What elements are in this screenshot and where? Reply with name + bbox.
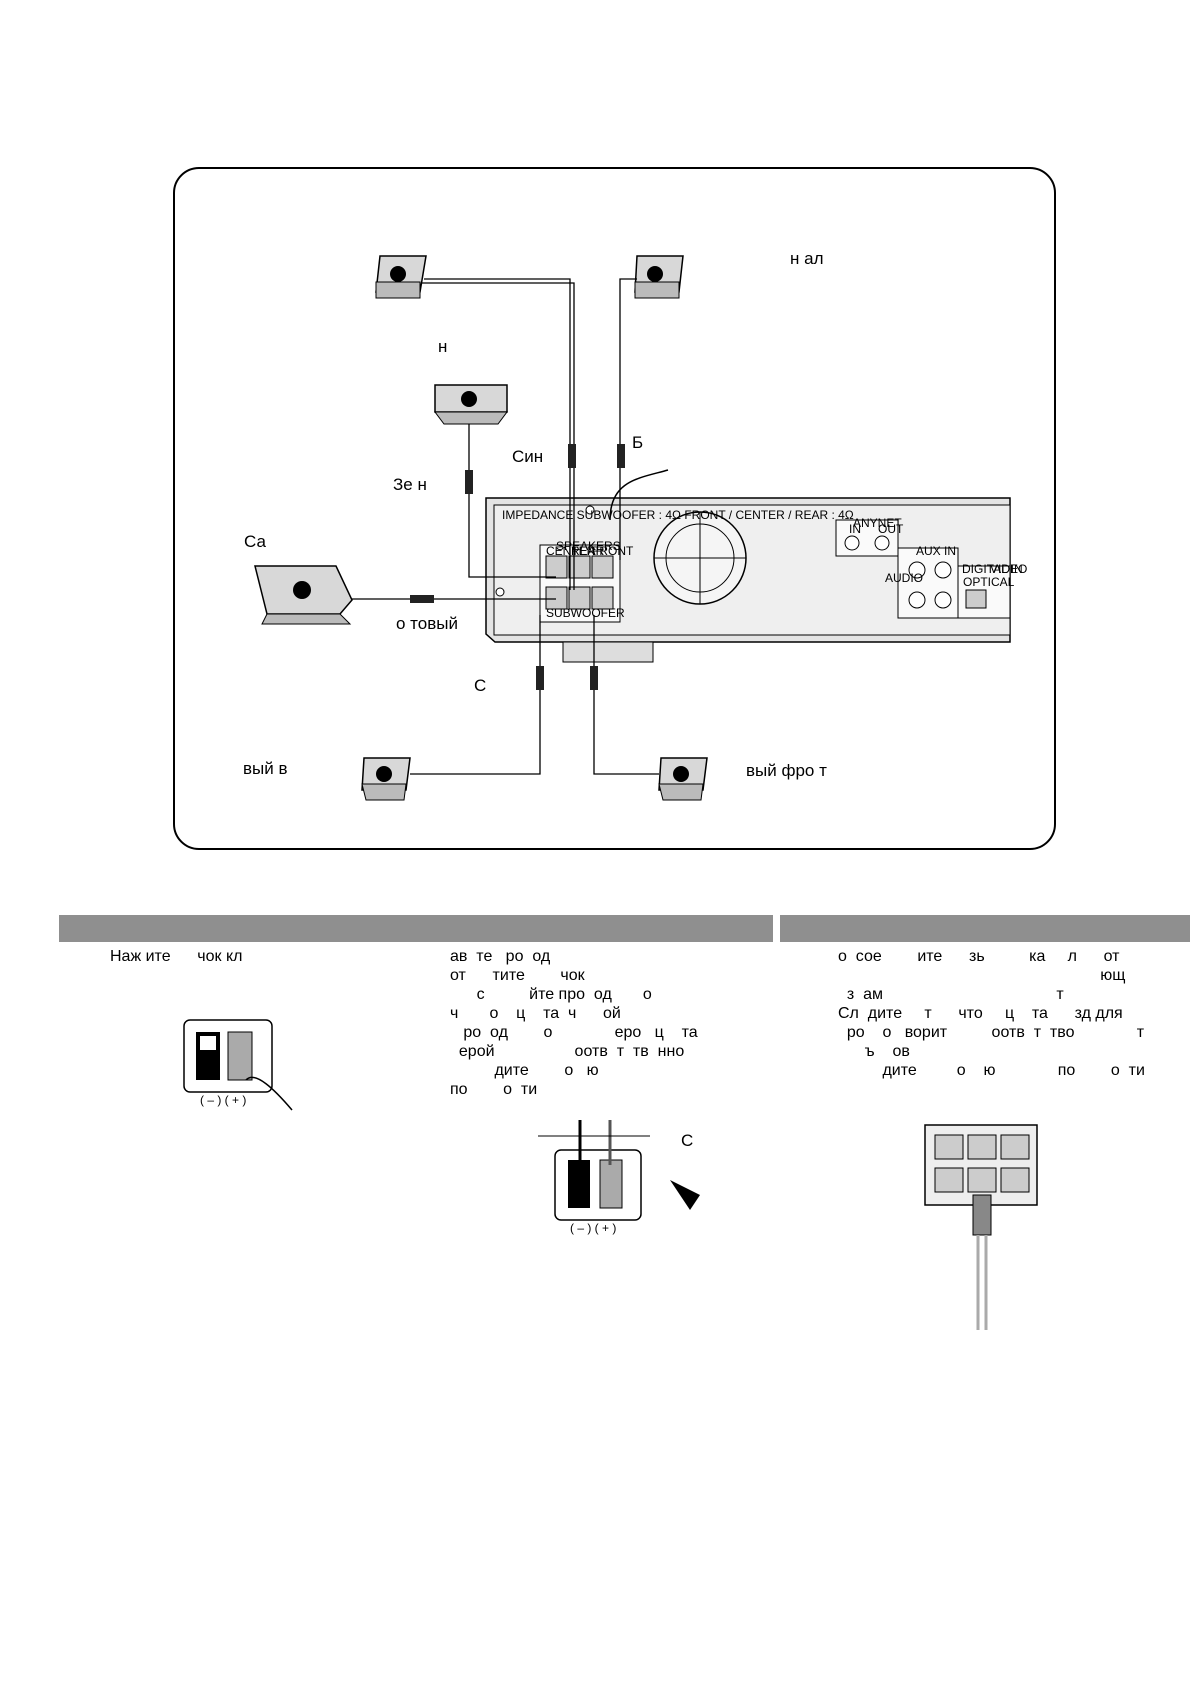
- anynet-out-label: OUT: [878, 522, 904, 536]
- video-label: VIDEO: [990, 562, 1027, 576]
- anynet-label: ANYNET: [853, 516, 902, 530]
- step-2-polarity: ( – ) ( + ): [570, 1221, 617, 1235]
- step-3-text: о сое ите зь ка л от ющ з ам т Сл дите т…: [838, 947, 1145, 1080]
- section-bar-left: [59, 915, 773, 942]
- center-panel-label: CENTER: [546, 544, 596, 558]
- wire-insert-illustration: [538, 1120, 700, 1221]
- impedance-label: IMPEDANCE SUBWOOFER : 4Ω FRONT / CENTER …: [502, 508, 854, 522]
- step-2-line: ерой оотв т тв нно: [450, 1043, 685, 1060]
- audio-label: AUDIO: [885, 571, 923, 585]
- step-2-line: по о ти: [450, 1081, 538, 1098]
- step-2-line: от тите чок: [450, 967, 585, 984]
- step-3-line: ро о ворит оотв т тво т: [838, 1024, 1145, 1041]
- step-2-line: ав те ро од: [450, 948, 551, 965]
- anynet-in-label: IN: [849, 522, 861, 536]
- step-3-line: з ам т: [838, 986, 1064, 1003]
- front-panel-label: FRONT: [592, 544, 634, 558]
- rear-left-speaker: [361, 757, 411, 801]
- top-left-speaker: [375, 255, 427, 299]
- step-2-line: дите о ю: [450, 1062, 599, 1079]
- gray-wire-label: Б: [632, 433, 644, 452]
- connector-illustration: [924, 1124, 1038, 1330]
- step-3-line: Сл дите т что ц та зд для: [838, 1005, 1123, 1022]
- diagram-frame: [173, 167, 1056, 850]
- step-3-line: дите о ю по о ти: [838, 1062, 1145, 1079]
- orange-wire-clip: [410, 595, 434, 603]
- left-rear-label: вый в: [243, 759, 288, 778]
- top-right-label: н ал: [790, 249, 824, 268]
- step-1-polarity: ( – ) ( + ): [200, 1093, 247, 1107]
- digital-in-label: DIGITAL IN: [962, 562, 1023, 576]
- center-speaker-label: н: [438, 337, 448, 356]
- step-3-line: о сое ите зь ка л от: [838, 948, 1120, 965]
- cable-label: С: [681, 1131, 694, 1150]
- gray-wire-clip: [617, 444, 625, 468]
- subwoofer-label: Са: [244, 532, 266, 551]
- speakers-panel-label: SPEAKERS: [556, 539, 621, 553]
- receiver-rear-panel: [485, 497, 1011, 663]
- step-1-text: Наж ите чок кл: [110, 947, 242, 966]
- top-right-speaker: [634, 255, 684, 299]
- green-wire-label: Зе н: [393, 475, 427, 494]
- orange-wire-label: о товый: [396, 614, 458, 633]
- optical-label: OPTICAL: [963, 575, 1015, 589]
- rear-wire-clip: [536, 666, 544, 690]
- step-2-line: ч о ц та ч ой: [450, 1005, 621, 1022]
- blue-wire-label: Син: [512, 447, 544, 466]
- section-bar-right: [780, 915, 1190, 942]
- step-3-line: ъ ов: [838, 1043, 910, 1060]
- subwoofer-speaker: [254, 565, 353, 625]
- blue-wire-clip: [568, 444, 576, 468]
- step-2-line: с йте про од о: [450, 986, 652, 1003]
- step-2-text: ав те ро од от тите чок с йте про од о ч…: [450, 947, 698, 1099]
- step-3-line: ющ: [838, 967, 1126, 984]
- gray-wire-bottom-label: С: [474, 676, 487, 695]
- aux-in-label: AUX IN: [916, 544, 956, 558]
- step-2-line: ро од о еро ц та: [450, 1024, 698, 1041]
- front-wire-clip: [590, 666, 598, 690]
- subwoofer-panel-label: SUBWOOFER: [546, 606, 625, 620]
- green-wire-clip: [465, 470, 473, 494]
- right-front-label: вый фро т: [746, 761, 827, 780]
- step-1-line: Наж ите чок кл: [110, 948, 243, 965]
- front-right-speaker: [658, 757, 708, 801]
- terminal-press-illustration: [183, 1019, 293, 1111]
- rear-panel-label: REAR: [571, 544, 605, 558]
- center-speaker: [434, 384, 508, 425]
